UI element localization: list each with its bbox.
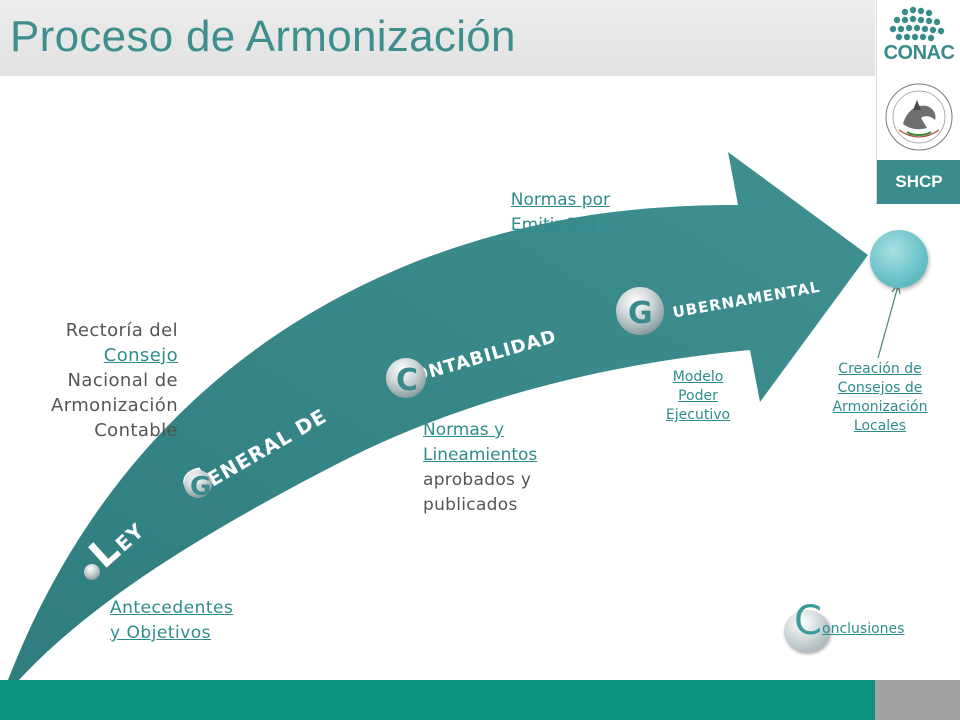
normas-lineamientos-line1: Normas y (423, 420, 505, 440)
rectoria-line4: Armonización (51, 395, 178, 416)
antecedentes-line1: Antecedentes (110, 598, 234, 618)
creacion-line4: Locales (853, 418, 907, 434)
sphere-node (870, 230, 928, 288)
connector-line (877, 285, 899, 359)
normas-emitir-line2: Emitir 2012 (510, 215, 610, 235)
conclusiones-button[interactable]: C onclusiones (776, 598, 946, 654)
creacion-line3: Armonización (832, 399, 928, 415)
normas-emitir-line1: Normas por (510, 190, 610, 210)
creacion-line2: Consejos de (837, 380, 923, 396)
antecedentes-link[interactable]: Antecedentes y Objetivos (110, 596, 310, 646)
modelo-ejecutivo-link[interactable]: Modelo Poder Ejecutivo (652, 368, 744, 425)
footer-bar (0, 680, 875, 720)
conclusiones-circle-icon (784, 610, 830, 652)
rectoria-line5: Contable (94, 420, 178, 441)
shcp-logo: SHCP (877, 160, 960, 204)
rectoria-line3: Nacional de (67, 370, 178, 391)
conclusiones-label: onclusiones (822, 621, 905, 637)
normas-rest-text: aprobados y publicados (423, 468, 603, 518)
ley-knob (84, 564, 100, 580)
conac-logo-text: CONAC (883, 42, 955, 64)
arrow-body (8, 152, 868, 690)
modelo-line1: Modelo (672, 369, 724, 385)
contabilidad-knob (386, 358, 426, 398)
modelo-line2: Poder (678, 388, 718, 404)
rectoria-text: Rectoría del Consejo Nacional de Armoniz… (0, 318, 178, 443)
logo-panel: CONAC SHCP (876, 0, 960, 204)
page-title: Proceso de Armonización (10, 12, 516, 61)
gubernamental-initial: G (628, 296, 653, 331)
svg-text:G: G (190, 472, 212, 502)
conclusiones-initial: C (794, 598, 822, 644)
mexico-seal-icon (885, 83, 953, 151)
antecedentes-line2: y Objetivos (110, 623, 212, 643)
consejo-link[interactable]: Consejo (103, 345, 178, 366)
contabilidad-initial: C (396, 363, 418, 398)
gubernamental-knob (616, 287, 664, 335)
modelo-line3: Ejecutivo (665, 407, 731, 423)
conac-logo-icon (889, 6, 945, 42)
normas-rest-line1: aprobados y (423, 470, 532, 490)
normas-emitir-link[interactable]: Normas por Emitir 2012 (440, 188, 610, 238)
normas-lineamientos-link[interactable]: Normas y Lineamientos (423, 418, 603, 468)
general-knob (184, 470, 212, 498)
footer-corner (875, 680, 960, 720)
creacion-consejos-link[interactable]: Creación de Consejos de Armonización Loc… (812, 360, 948, 436)
normas-lineamientos-line2: Lineamientos (423, 445, 538, 465)
creacion-line1: Creación de (838, 361, 922, 377)
rectoria-line1: Rectoría del (65, 320, 178, 341)
normas-rest-line2: publicados (423, 495, 518, 515)
title-bar: Proceso de Armonización (0, 0, 875, 76)
